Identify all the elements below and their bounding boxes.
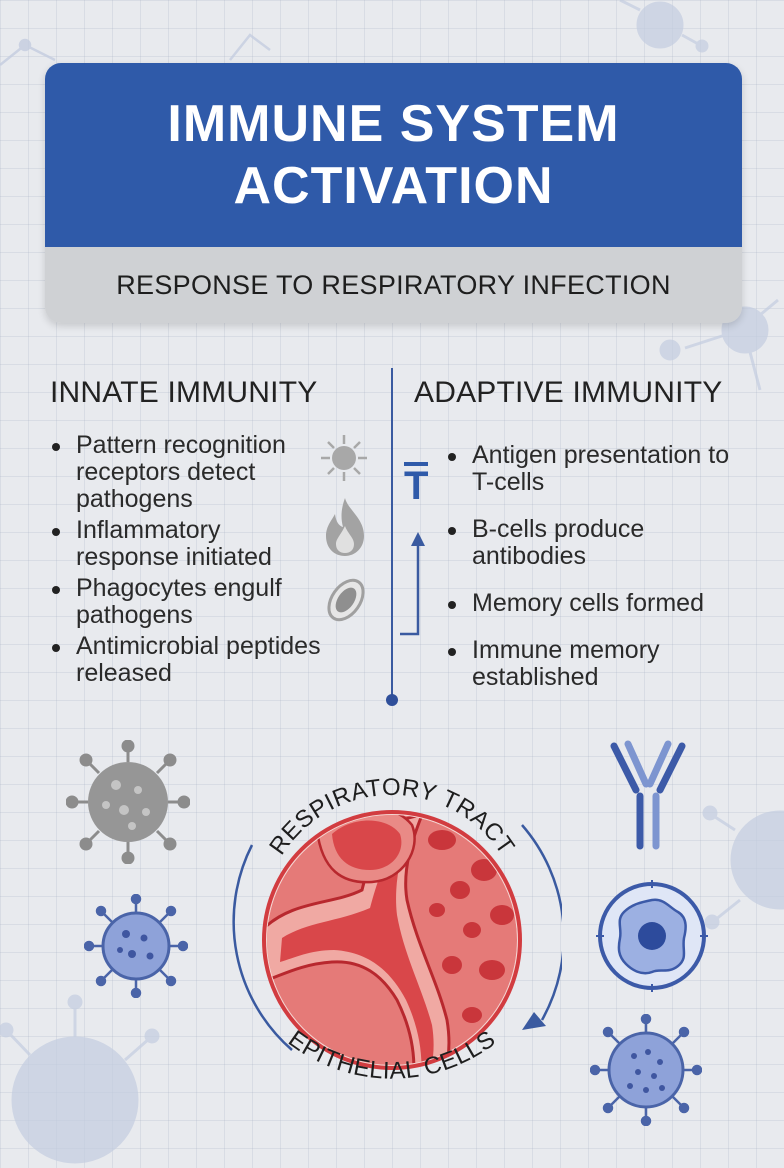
flame-icon (326, 498, 364, 556)
page-title: IMMUNE SYSTEM ACTIVATION (167, 95, 620, 215)
divider-end-dot (386, 694, 398, 706)
adaptive-item: Immune memory established (444, 637, 744, 691)
respiratory-diagram: RESPIRATORY TRACT EPITHELIAL CELLS (232, 774, 562, 1085)
innate-title: INNATE IMMUNITY (50, 376, 318, 409)
innate-item: Inflammatory response initiated (48, 517, 328, 571)
column-divider (391, 368, 393, 700)
adaptive-item: Memory cells formed (444, 590, 744, 617)
progression-arrow (400, 532, 425, 636)
adaptive-item: Antigen presentation to T-cells (444, 442, 744, 496)
innate-item: Antimicrobial peptides released (48, 633, 376, 687)
innate-item: Phagocytes engulf pathogens (48, 575, 328, 629)
phagocyte-icon (327, 578, 365, 622)
page-subtitle: RESPONSE TO RESPIRATORY INFECTION (116, 269, 671, 300)
adaptive-list: Antigen presentation to T-cells B-cells … (444, 442, 744, 691)
blue-virus-icon (84, 894, 188, 998)
innate-item: Pattern recognition receptors detect pat… (48, 432, 328, 513)
header-title-band: IMMUNE SYSTEM ACTIVATION (45, 63, 742, 247)
blue-virus-icon (590, 1014, 702, 1126)
antibody-icon (610, 740, 686, 850)
innate-list: Pattern recognition receptors detect pat… (48, 432, 328, 687)
gray-virus-icon (66, 740, 190, 864)
adaptive-title: ADAPTIVE IMMUNITY (414, 376, 723, 409)
immune-cell-icon (596, 880, 708, 992)
sun-icon (321, 435, 367, 481)
t-cell-marker: T (404, 462, 429, 508)
header-card: IMMUNE SYSTEM ACTIVATION RESPONSE TO RES… (45, 63, 742, 323)
adaptive-item: B-cells produce antibodies (444, 516, 744, 570)
header-subtitle-band: RESPONSE TO RESPIRATORY INFECTION (45, 247, 742, 323)
